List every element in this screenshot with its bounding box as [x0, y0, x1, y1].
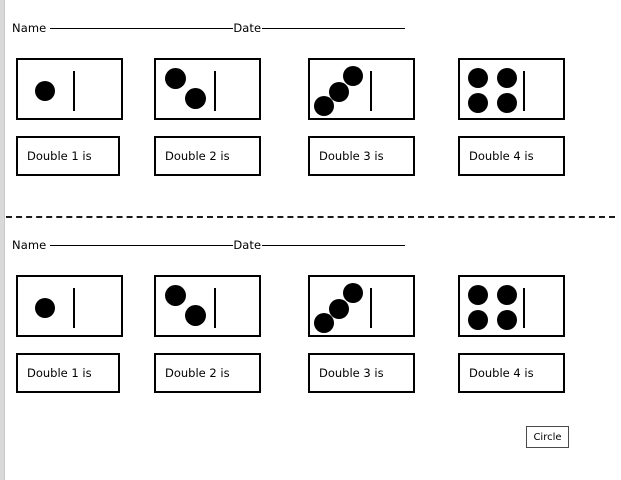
domino-divider-line — [214, 71, 216, 111]
domino-card-2[interactable] — [154, 58, 261, 120]
domino-dot — [35, 81, 55, 101]
domino-dot — [329, 82, 349, 102]
domino-card-3[interactable] — [308, 275, 415, 337]
domino-card-3[interactable] — [308, 58, 415, 120]
domino-dot — [185, 305, 206, 326]
domino-dot — [314, 313, 334, 333]
answer-prompt: Double 1 is — [27, 149, 92, 163]
date-label: Date — [233, 21, 262, 35]
domino-dot — [165, 285, 186, 306]
date-write-in-rule[interactable] — [262, 245, 406, 246]
domino-divider-line — [370, 288, 372, 328]
answer-prompt: Double 3 is — [319, 366, 384, 380]
answer-prompt: Double 3 is — [319, 149, 384, 163]
domino-dot — [165, 68, 186, 89]
domino-dot — [35, 298, 55, 318]
name-label: Name — [12, 238, 47, 252]
domino-card-1[interactable] — [16, 58, 123, 120]
domino-divider-line — [370, 71, 372, 111]
domino-divider-line — [73, 288, 75, 328]
domino-dot — [468, 285, 488, 305]
domino-divider-line — [73, 71, 75, 111]
answer-box-3[interactable]: Double 3 is — [308, 353, 415, 393]
domino-dot — [497, 285, 517, 305]
domino-dot — [468, 93, 488, 113]
date-label: Date — [233, 238, 262, 252]
domino-dot — [497, 93, 517, 113]
answer-prompt: Double 4 is — [469, 366, 534, 380]
answer-box-1[interactable]: Double 1 is — [16, 136, 120, 176]
answer-box-2[interactable]: Double 2 is — [154, 353, 261, 393]
answer-box-2[interactable]: Double 2 is — [154, 136, 261, 176]
dashed-cut-line — [6, 216, 615, 218]
answer-prompt: Double 2 is — [165, 366, 230, 380]
answer-box-4[interactable]: Double 4 is — [458, 353, 565, 393]
domino-divider-line — [523, 71, 525, 111]
answer-box-1[interactable]: Double 1 is — [16, 353, 120, 393]
domino-dot — [329, 299, 349, 319]
domino-dot — [343, 283, 363, 303]
domino-card-4[interactable] — [458, 275, 565, 337]
answer-box-3[interactable]: Double 3 is — [308, 136, 415, 176]
domino-dot — [468, 68, 488, 88]
page-edge-strip — [0, 0, 5, 480]
name-date-line-top: Name Date — [12, 21, 406, 35]
name-write-in-rule[interactable] — [50, 245, 234, 246]
name-date-line-bottom: Name Date — [12, 238, 406, 252]
answer-prompt: Double 1 is — [27, 366, 92, 380]
domino-divider-line — [523, 288, 525, 328]
answer-prompt: Double 2 is — [165, 149, 230, 163]
domino-card-4[interactable] — [458, 58, 565, 120]
domino-divider-line — [214, 288, 216, 328]
answer-prompt: Double 4 is — [469, 149, 534, 163]
circle-button[interactable]: Circle — [526, 426, 569, 448]
name-write-in-rule[interactable] — [50, 28, 234, 29]
circle-button-label: Circle — [533, 431, 562, 443]
name-label: Name — [12, 21, 47, 35]
domino-dot — [314, 96, 334, 116]
domino-card-1[interactable] — [16, 275, 123, 337]
domino-dot — [185, 88, 206, 109]
domino-card-2[interactable] — [154, 275, 261, 337]
domino-dot — [343, 66, 363, 86]
answer-box-4[interactable]: Double 4 is — [458, 136, 565, 176]
date-write-in-rule[interactable] — [262, 28, 406, 29]
domino-dot — [497, 68, 517, 88]
domino-dot — [497, 310, 517, 330]
domino-dot — [468, 310, 488, 330]
